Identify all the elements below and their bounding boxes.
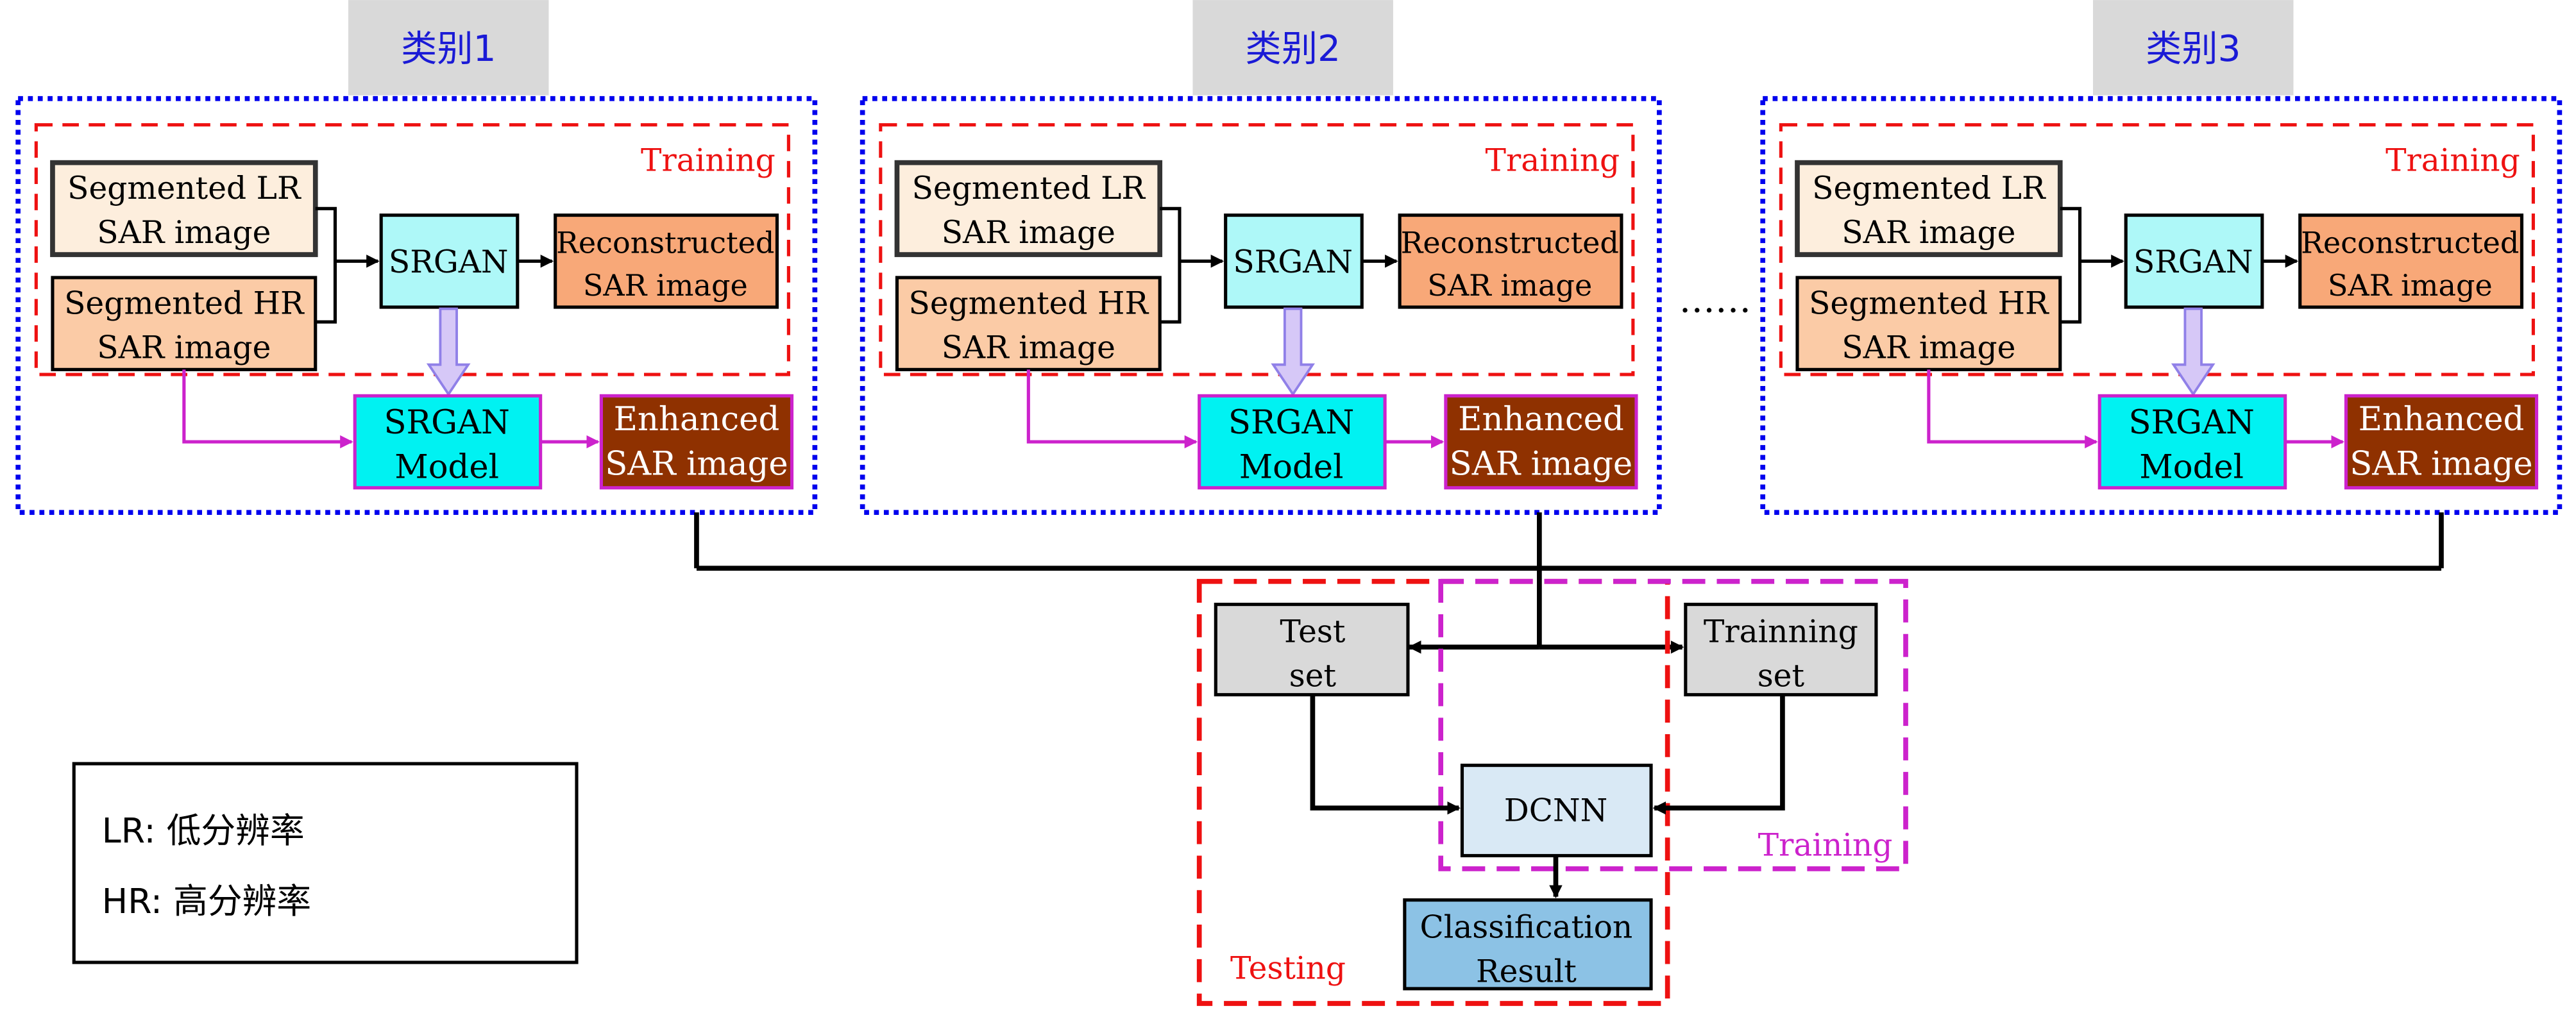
classification-result-label-2: Result xyxy=(1476,954,1577,990)
hr-to-model-arrow xyxy=(182,369,353,449)
segmented-hr-label-2: SAR image xyxy=(97,330,271,365)
connector-bus xyxy=(694,512,2444,654)
training-region xyxy=(34,123,790,376)
training-label: Training xyxy=(2385,142,2520,178)
segmented-lr-box xyxy=(1795,160,2063,257)
segmented-hr-label-2: SAR image xyxy=(942,330,1115,365)
down-arrow-icon xyxy=(426,307,471,397)
classification-result-label-1: Classification xyxy=(1419,910,1632,946)
input-bracket xyxy=(315,206,337,324)
category-tab xyxy=(348,0,549,96)
input-bracket xyxy=(1160,206,1182,324)
reconstructed-label-2: SAR image xyxy=(583,268,748,303)
segmented-hr-box xyxy=(1795,276,2062,371)
segmented-lr-label-2: SAR image xyxy=(1842,215,2015,251)
reconstructed-label-1: Reconstructed xyxy=(2301,226,2519,260)
training-region xyxy=(1779,123,2535,376)
ellipsis-text: …… xyxy=(1679,280,1752,321)
reconstructed-label-2: SAR image xyxy=(2328,268,2493,303)
srgan-model-label-2: Model xyxy=(2139,448,2244,486)
category-border xyxy=(860,96,1662,516)
srgan-model-label-1: SRGAN xyxy=(1228,403,1354,442)
legend-lr: LR: 低分辨率 xyxy=(102,810,305,851)
category-border xyxy=(1760,96,2563,516)
dcnn-label: DCNN xyxy=(1504,793,1607,829)
srgan-model-label-1: SRGAN xyxy=(2128,403,2254,442)
reconstructed-label-2: SAR image xyxy=(1427,268,1592,303)
srgan-model-box xyxy=(2097,394,2287,490)
down-arrow-icon xyxy=(1271,307,1316,397)
enhanced-box xyxy=(599,394,794,490)
reconstructed-label-1: Reconstructed xyxy=(556,226,774,260)
segmented-lr-label-1: Segmented LR xyxy=(67,171,301,206)
enhanced-label-1: Enhanced xyxy=(2359,400,2525,439)
srgan-label: SRGAN xyxy=(389,244,509,280)
training-region-label: Training xyxy=(1758,827,1893,863)
category-border xyxy=(15,96,818,516)
category-tab-label: 类别2 xyxy=(1245,28,1341,70)
test-set-label-1: Test xyxy=(1280,614,1345,650)
testing-label: Testing xyxy=(1230,951,1346,987)
bottom-arrows xyxy=(1310,694,1785,899)
reconstructed-box xyxy=(1398,214,1623,309)
srgan-model-label-1: SRGAN xyxy=(384,403,509,442)
enhanced-label-2: SAR image xyxy=(1450,444,1633,483)
srgan-model-label-2: Model xyxy=(394,448,499,486)
segmented-lr-label-1: Segmented LR xyxy=(1812,171,2046,206)
category-tab-label: 类别3 xyxy=(2146,28,2241,70)
hr-to-model-arrow xyxy=(1026,369,1198,449)
legend-box xyxy=(72,762,579,964)
enhanced-box xyxy=(1444,394,1638,490)
training-label: Training xyxy=(641,142,775,178)
segmented-hr-label-1: Segmented HR xyxy=(64,285,305,321)
enhanced-label-1: Enhanced xyxy=(614,400,780,439)
test-set-box xyxy=(1214,603,1410,697)
training-region xyxy=(879,123,1635,376)
testing-region xyxy=(1196,578,1670,1006)
enhanced-label-1: Enhanced xyxy=(1458,400,1624,439)
training-label: Training xyxy=(1486,142,1620,178)
training-region xyxy=(1438,578,1908,871)
enhanced-label-2: SAR image xyxy=(605,444,788,483)
segmented-lr-label-1: Segmented LR xyxy=(912,171,1146,206)
srgan-model-label-2: Model xyxy=(1239,448,1344,486)
down-arrow-icon xyxy=(2171,307,2216,397)
reconstructed-box xyxy=(2298,214,2524,309)
segmented-lr-label-2: SAR image xyxy=(942,215,1115,251)
input-bracket xyxy=(2060,206,2082,324)
segmented-hr-box xyxy=(51,276,318,371)
test-set-label-2: set xyxy=(1289,658,1337,694)
training-set-label-1: Trainning xyxy=(1704,614,1858,650)
category-tab xyxy=(2093,0,2294,96)
enhanced-box xyxy=(2344,394,2539,490)
srgan-model-box xyxy=(1198,394,1387,490)
classification-result-box xyxy=(1403,898,1653,991)
training-set-label-2: set xyxy=(1758,658,1805,694)
reconstructed-label-1: Reconstructed xyxy=(1401,226,1619,260)
training-set-box xyxy=(1684,603,1878,697)
category-tab-label: 类别1 xyxy=(401,28,496,70)
srgan-label: SRGAN xyxy=(1233,244,1353,280)
category-tab xyxy=(1192,0,1393,96)
segmented-hr-label-1: Segmented HR xyxy=(909,285,1149,321)
reconstructed-box xyxy=(554,214,779,309)
segmented-hr-label-2: SAR image xyxy=(1842,330,2015,365)
srgan-label: SRGAN xyxy=(2133,244,2253,280)
hr-to-model-arrow xyxy=(1927,369,2098,449)
segmented-lr-box xyxy=(894,160,1163,257)
segmented-lr-label-2: SAR image xyxy=(97,215,271,251)
enhanced-label-2: SAR image xyxy=(2350,444,2533,483)
legend-hr: HR: 高分辨率 xyxy=(102,881,311,921)
segmented-hr-label-1: Segmented HR xyxy=(1809,285,2049,321)
srgan-box xyxy=(2124,214,2264,309)
srgan-model-box xyxy=(353,394,543,490)
